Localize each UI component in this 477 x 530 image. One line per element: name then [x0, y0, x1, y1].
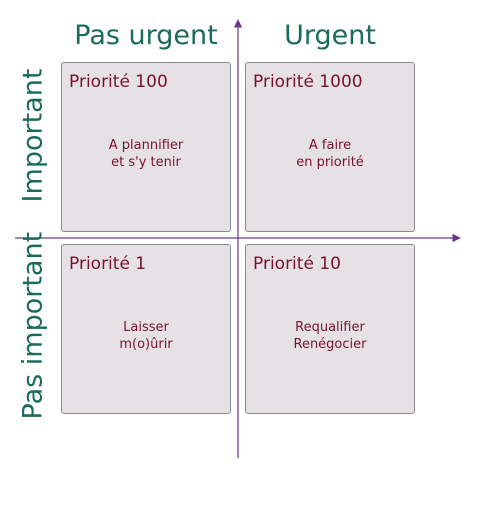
quadrant-title: Priorité 1 [69, 254, 147, 274]
quadrant-title: Priorité 100 [69, 72, 168, 92]
quadrant-description: Laisser m(o)ûrir [62, 319, 230, 353]
column-header-urgent: Urgent [284, 20, 376, 51]
quadrant-description-line: Requalifier [295, 320, 365, 335]
quadrant-description: Requalifier Renégocier [246, 319, 414, 353]
quadrant-description-line: Laisser [123, 320, 169, 335]
quadrant-description-line: m(o)ûrir [119, 337, 173, 352]
quadrant-description-line: Renégocier [293, 337, 367, 352]
quadrant-description-line: A faire [308, 138, 352, 153]
quadrant-description-line: et s'y tenir [111, 155, 181, 170]
quadrant-important-urgent: Priorité 1000 A faire en priorité [245, 62, 415, 232]
quadrant-description-line: A plannifier [108, 138, 184, 153]
quadrant-title: Priorité 10 [253, 254, 341, 274]
row-header-important: Important [17, 68, 49, 203]
quadrant-description: A faire en priorité [246, 137, 414, 171]
quadrant-description-line: en priorité [296, 155, 364, 170]
column-header-not-urgent: Pas urgent [74, 20, 218, 51]
quadrant-important-not-urgent: Priorité 100 A plannifier et s'y tenir [61, 62, 231, 232]
quadrant-title: Priorité 1000 [253, 72, 363, 92]
quadrant-not-important-urgent: Priorité 10 Requalifier Renégocier [245, 244, 415, 414]
quadrant-not-important-not-urgent: Priorité 1 Laisser m(o)ûrir [61, 244, 231, 414]
quadrant-description: A plannifier et s'y tenir [62, 137, 230, 171]
row-header-not-important: Pas important [17, 231, 49, 420]
